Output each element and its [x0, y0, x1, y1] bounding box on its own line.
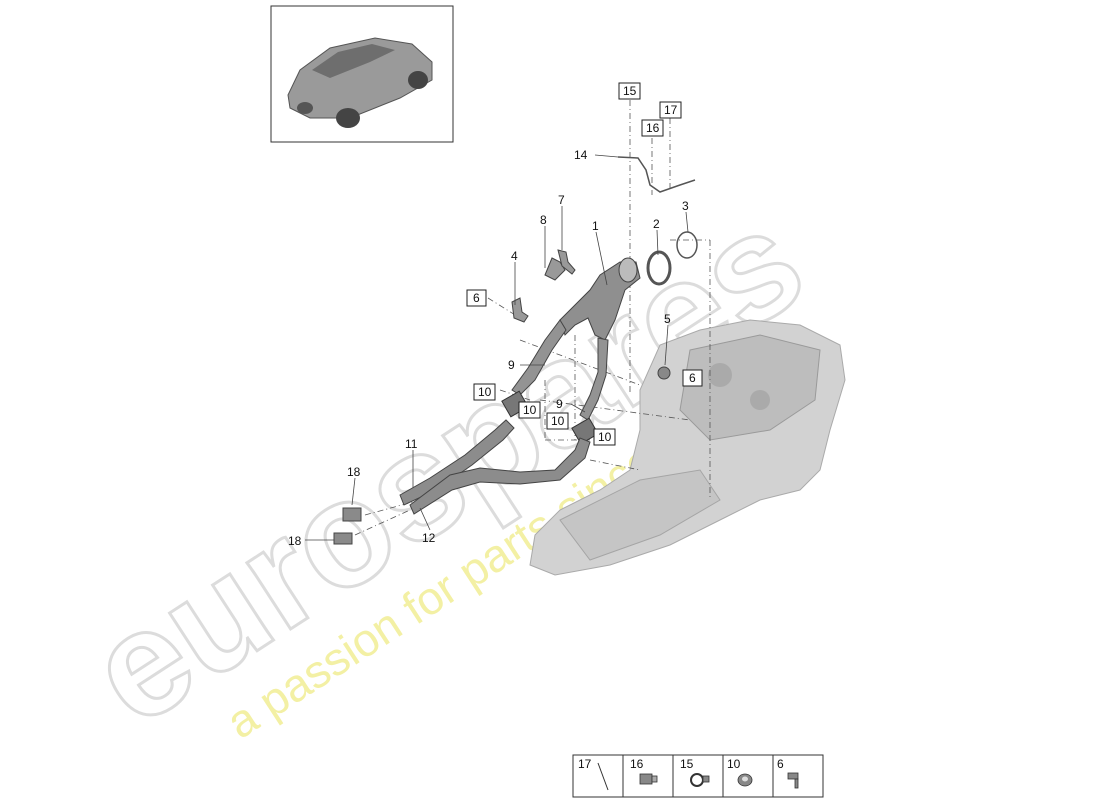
tailpipe-tip-upper: [342, 507, 362, 522]
callout-12: 12: [422, 531, 436, 545]
callout-15: 15: [623, 84, 637, 98]
callout-8: 8: [540, 213, 547, 227]
callout-14: 14: [574, 148, 588, 162]
legend-strip: 17 16 15 10 6: [572, 754, 824, 798]
callout-7: 7: [558, 193, 565, 207]
callout-3: 3: [682, 199, 689, 213]
gasket: [676, 231, 698, 259]
car-image: [287, 37, 433, 128]
nut-icon: [737, 773, 753, 787]
intermediate-pipe-12: [409, 437, 591, 515]
clamp-icon: [690, 773, 710, 787]
front-pipe-left: [511, 319, 567, 396]
callout-17: 17: [664, 103, 678, 117]
car-thumbnail: [270, 5, 454, 143]
guide-lines: [354, 100, 711, 536]
callout-2: 2: [653, 217, 660, 231]
callout-16: 16: [646, 121, 660, 135]
leader-lines: [305, 154, 689, 541]
callout-6-left: 6: [473, 291, 480, 305]
sensor-wire-icon: [597, 762, 609, 791]
callout-10-b: 10: [523, 403, 537, 417]
legend-label-1: 16: [630, 757, 644, 771]
tailpipe-tip-lower: [333, 532, 353, 545]
bracket-4: [511, 297, 529, 323]
engine-gearbox: [529, 319, 846, 576]
callout-10-d: 10: [598, 430, 612, 444]
bolt-icon: [787, 772, 799, 789]
callout-11: 11: [405, 437, 418, 451]
exhaust-parts: [333, 156, 698, 545]
catalytic-converter: [559, 261, 641, 341]
legend-label-3: 10: [727, 757, 741, 771]
callout-18-lower: 18: [288, 534, 302, 548]
callout-4: 4: [511, 249, 518, 263]
sensor-5: [657, 366, 671, 380]
legend-label-2: 15: [680, 757, 694, 771]
clamp-ring: [646, 250, 672, 286]
callout-10-a: 10: [478, 385, 492, 399]
legend-label-0: 17: [578, 757, 592, 771]
legend-label-4: 6: [777, 757, 784, 771]
callout-18-upper: 18: [347, 465, 361, 479]
callout-9-left: 9: [508, 358, 515, 372]
callout-10-c: 10: [551, 414, 565, 428]
hanger-7: [557, 249, 576, 275]
sensor-lead: [617, 156, 696, 193]
clip-icon: [639, 773, 658, 785]
callouts: 1 2 3 4 5 6 6 7 8 9 9 10 10 10 10 11 12 …: [288, 82, 703, 548]
callout-5: 5: [664, 312, 671, 326]
callout-9-right: 9: [556, 397, 563, 411]
callout-6-right: 6: [689, 371, 696, 385]
callout-1: 1: [592, 219, 599, 233]
